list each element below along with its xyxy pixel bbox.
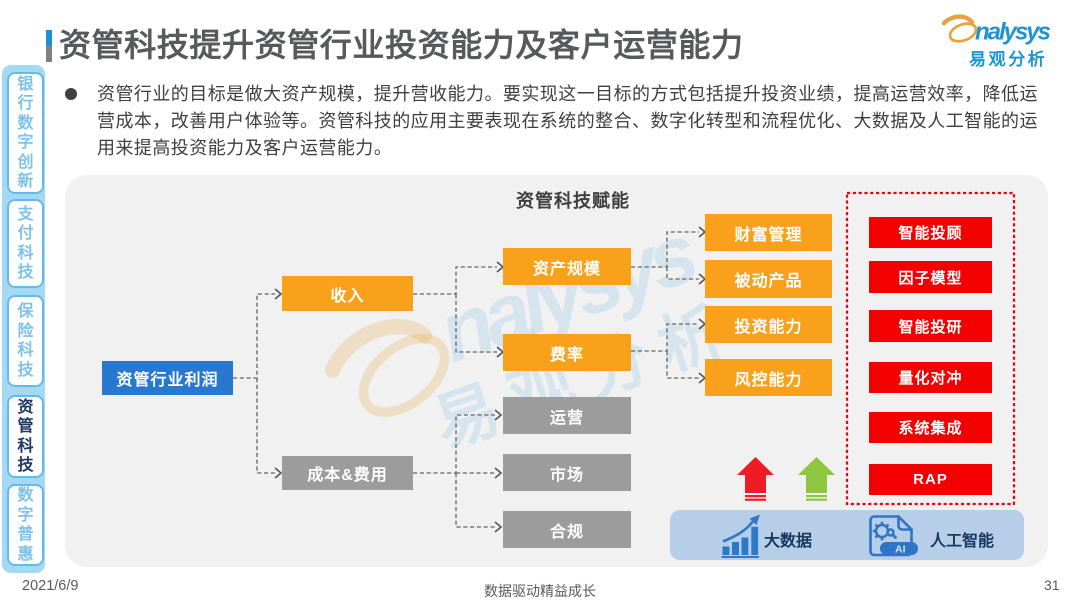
svg-text:易观分析: 易观分析	[969, 49, 1047, 69]
svg-text:nalysys: nalysys	[975, 19, 1051, 46]
svg-text:AI: AI	[895, 544, 906, 556]
